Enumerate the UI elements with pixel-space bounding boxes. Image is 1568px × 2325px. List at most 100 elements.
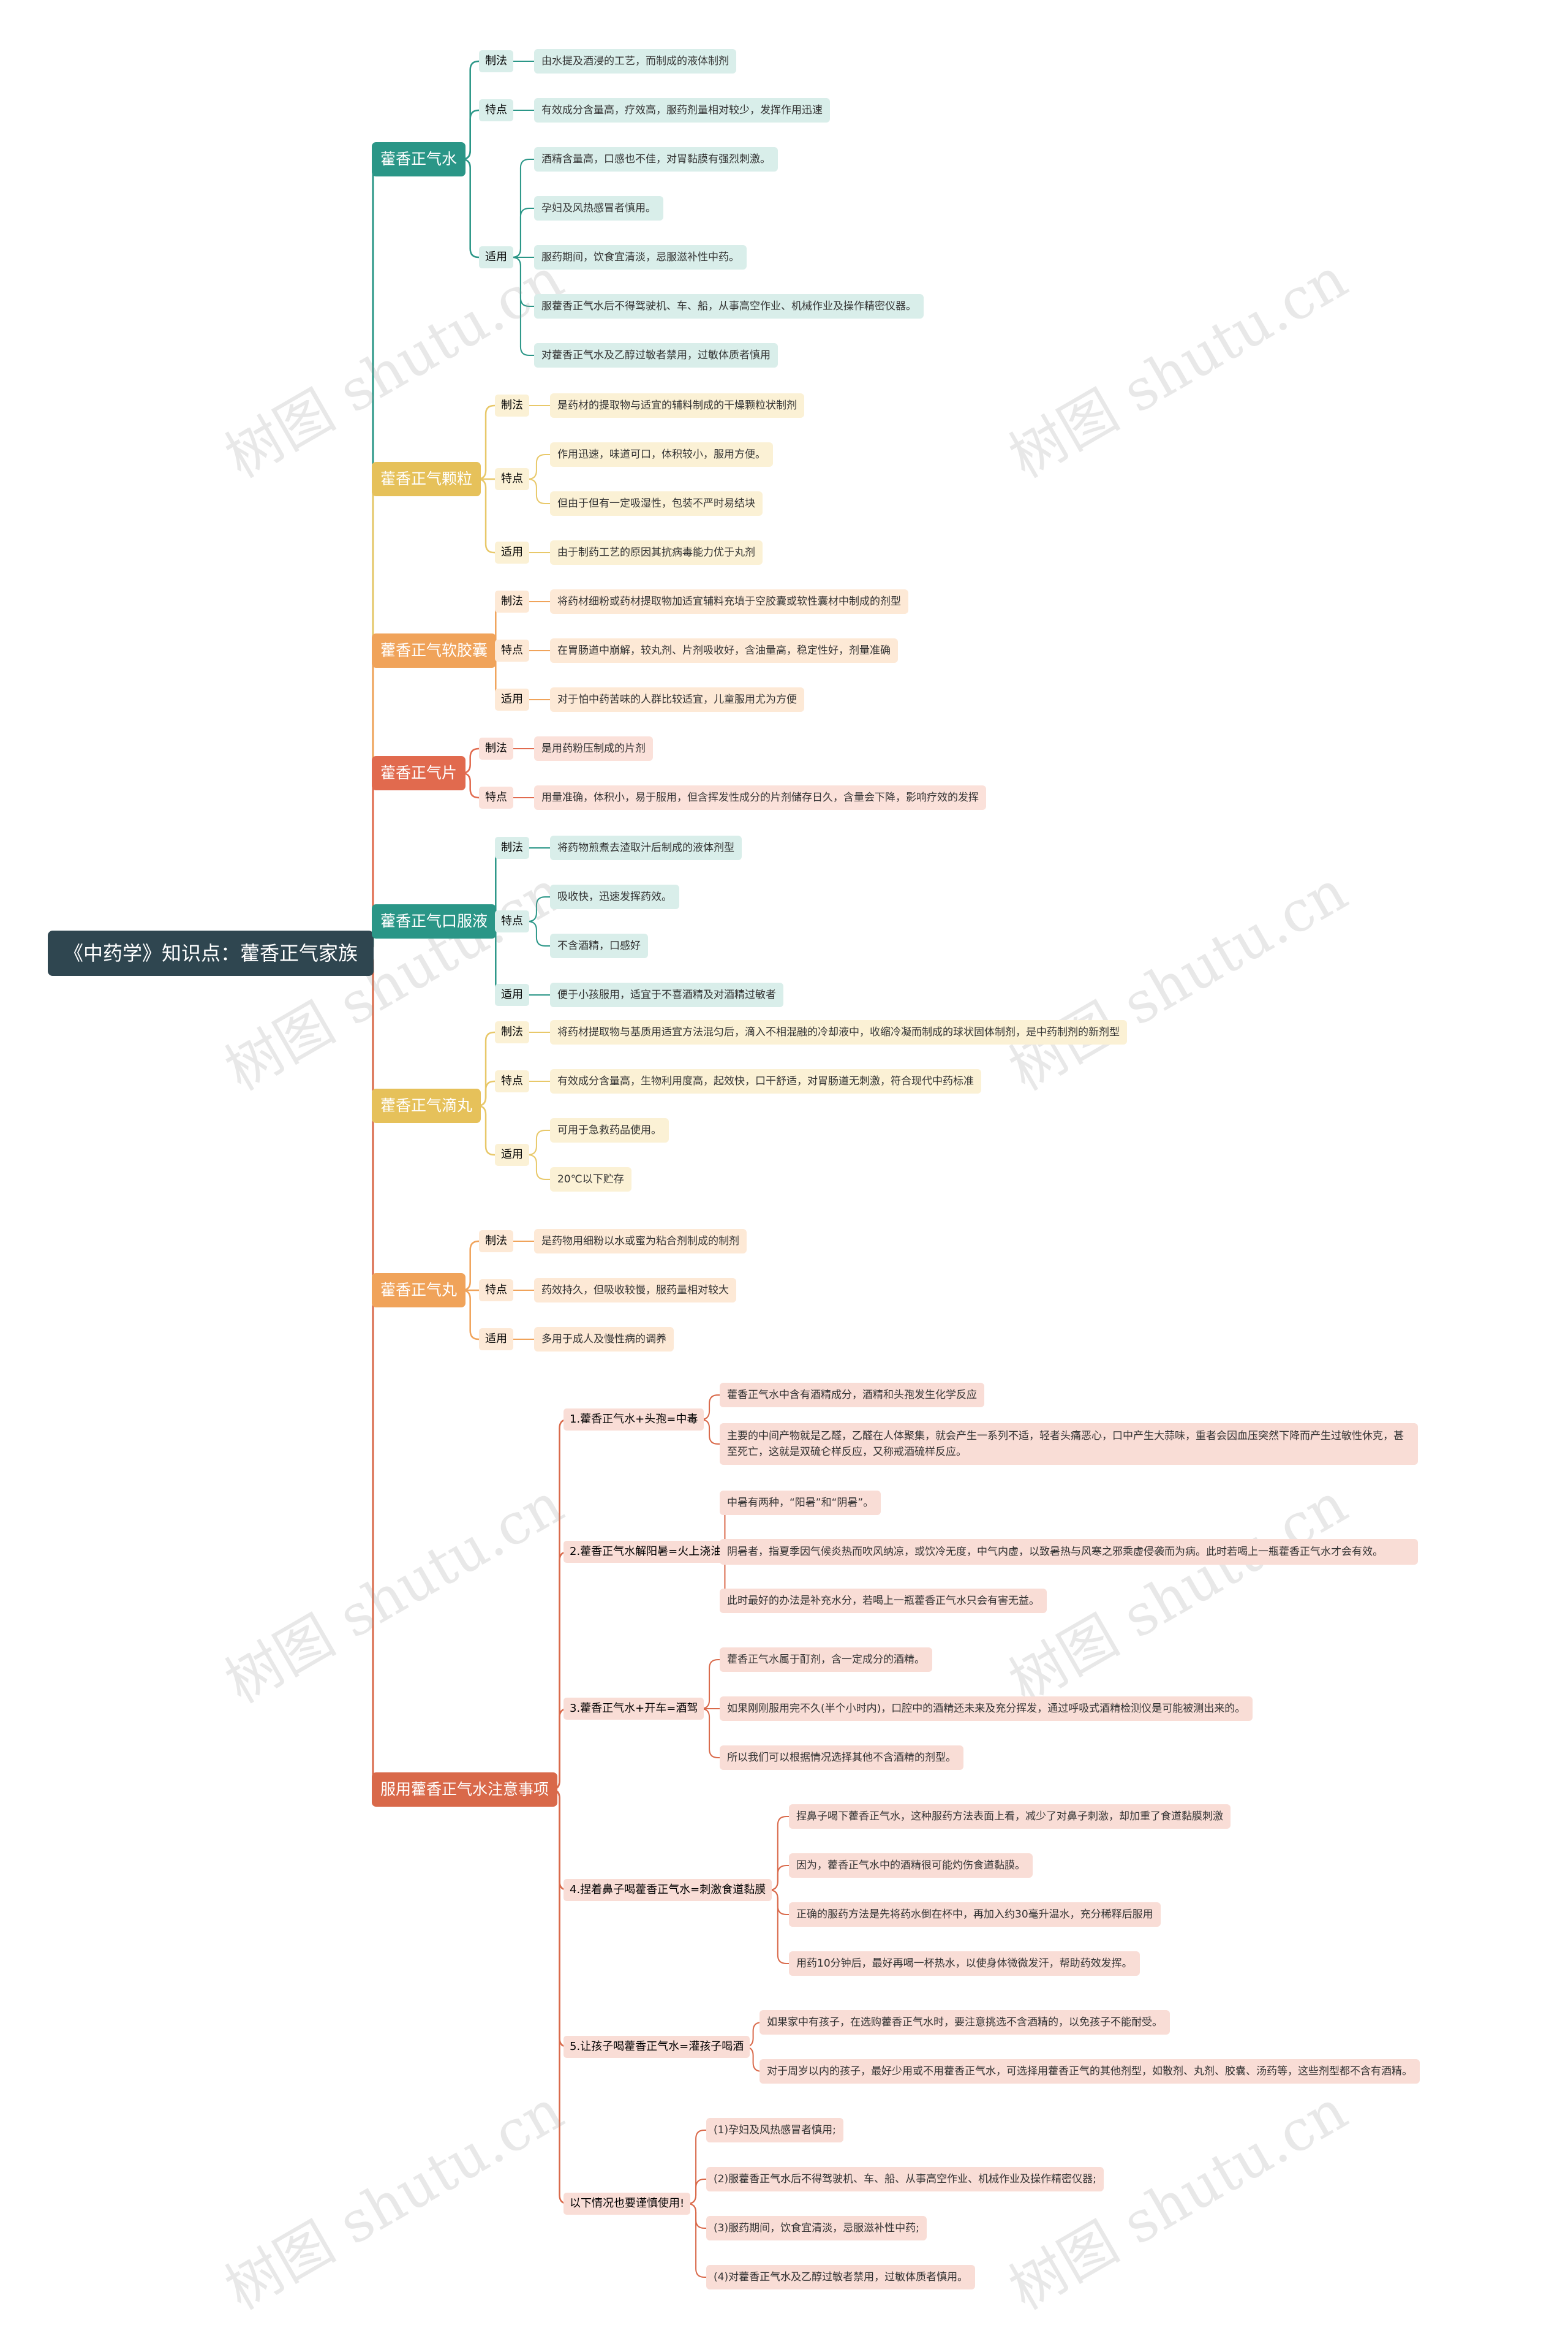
leaf-8-4-2[interactable]: 因为，藿香正气水中的酒精很可能灼伤食道黏膜。 (789, 1853, 1033, 1878)
leaf-8-6-4[interactable]: (4)对藿香正气水及乙醇过敏者禁用，过敏体质者慎用。 (706, 2265, 976, 2289)
leaf-2-2-2[interactable]: 但由于但有一定吸湿性，包装不严时易结块 (550, 491, 763, 516)
leaf-6-1-1[interactable]: 将药材提取物与基质用适宜方法混匀后，滴入不相混融的冷却液中，收缩冷凝而制成的球状… (550, 1020, 1127, 1045)
leaf-8-5-2[interactable]: 对于周岁以内的孩子，最好少用或不用藿香正气水，可选择用藿香正气的其他剂型，如散剂… (760, 2059, 1420, 2084)
leaf-7-3-1[interactable]: 多用于成人及慢性病的调养 (534, 1327, 674, 1352)
category-8-6[interactable]: 以下情况也要谨慎使用! (564, 2193, 691, 2215)
connector-line (687, 2130, 706, 2204)
leaf-1-3-4[interactable]: 服藿香正气水后不得驾驶机、车、船，从事高空作业、机械作业及操作精密仪器。 (534, 294, 924, 319)
leaf-7-1-1[interactable]: 是药物用细粉以水或蜜为粘合剂制成的制剂 (534, 1229, 747, 1253)
branch-1[interactable]: 藿香正气水 (372, 142, 466, 176)
connector-line (701, 1394, 720, 1420)
leaf-8-2-3[interactable]: 此时最好的办法是补充水分，若喝上一瓶藿香正气水只会有害无益。 (720, 1589, 1047, 1613)
leaf-1-3-2[interactable]: 孕妇及风热感冒者慎用。 (534, 196, 663, 221)
branch-7[interactable]: 藿香正气丸 (372, 1273, 466, 1307)
leaf-8-2-1[interactable]: 中暑有两种，“阳暑”和“阴暑”。 (720, 1491, 881, 1515)
root-topic[interactable]: 《中药学》知识点：藿香正气家族 (48, 931, 374, 976)
branch-5[interactable]: 藿香正气口服液 (372, 904, 497, 939)
leaf-8-6-1[interactable]: (1)孕妇及风热感冒者慎用; (706, 2118, 843, 2142)
leaf-5-3-1[interactable]: 便于小孩服用，适宜于不喜酒精及对酒精过敏者 (550, 983, 783, 1007)
connector-line (687, 2203, 706, 2278)
leaf-4-1-1[interactable]: 是用药粉压制成的片剂 (534, 736, 653, 761)
category-8-4[interactable]: 4.捏着鼻子喝藿香正气水=刺激食道黏膜 (564, 1879, 772, 1901)
leaf-5-1-1[interactable]: 将药物煎煮去渣取汁后制成的液体剂型 (550, 836, 742, 860)
category-2-1[interactable]: 制法 (495, 395, 529, 417)
category-4-1[interactable]: 制法 (479, 738, 513, 760)
leaf-8-5-1[interactable]: 如果家中有孩子，在选购藿香正气水时，要注意挑选不含酒精的，以免孩子不能耐受。 (760, 2010, 1170, 2035)
category-4-2[interactable]: 特点 (479, 787, 513, 809)
branch-8[interactable]: 服用藿香正气水注意事项 (372, 1772, 558, 1807)
leaf-1-1-1[interactable]: 由水提及酒浸的工艺，而制成的液体制剂 (534, 49, 736, 74)
connector-line (364, 952, 382, 1791)
leaf-6-3-2[interactable]: 20℃以下贮存 (550, 1167, 631, 1192)
branch-3[interactable]: 藿香正气软胶囊 (372, 633, 497, 668)
category-3-2[interactable]: 特点 (495, 640, 529, 662)
category-6-1[interactable]: 制法 (495, 1021, 529, 1043)
leaf-8-1-2[interactable]: 主要的中间产物就是乙醛，乙醛在人体聚集，就会产生一系列不适，轻者头痛恶心，口中产… (720, 1423, 1418, 1465)
leaf-8-4-4[interactable]: 用药10分钟后，最好再喝一杯热水，以使身体微微发汗，帮助药效发挥。 (789, 1951, 1140, 1976)
category-8-3[interactable]: 3.藿香正气水+开车=酒驾 (564, 1698, 704, 1720)
category-7-2[interactable]: 特点 (479, 1279, 513, 1301)
leaf-2-3-1[interactable]: 由于制药工艺的原因其抗病毒能力优于丸剂 (550, 540, 763, 565)
category-3-3[interactable]: 适用 (495, 689, 529, 711)
leaf-8-3-2[interactable]: 如果刚刚服用完不久(半个小时内)，口腔中的酒精还未来及充分挥发，通过呼吸式酒精检… (720, 1696, 1253, 1721)
connector-line (701, 1708, 720, 1758)
leaf-3-3-1[interactable]: 对于怕中药苦味的人群比较适宜，儿童服用尤为方便 (550, 687, 804, 712)
leaf-8-6-3[interactable]: (3)服药期间，饮食宜清淡，忌服滋补性中药; (706, 2216, 927, 2240)
connector-line (527, 478, 550, 504)
category-1-3[interactable]: 适用 (479, 246, 513, 268)
category-5-3[interactable]: 适用 (495, 984, 529, 1006)
branch-2[interactable]: 藿香正气颗粒 (372, 462, 481, 496)
leaf-1-3-5[interactable]: 对藿香正气水及乙醇过敏者禁用，过敏体质者慎用 (534, 343, 778, 368)
connector-line (527, 921, 550, 947)
leaf-5-2-1[interactable]: 吸收快，迅速发挥药效。 (550, 885, 679, 909)
connector-line (769, 1889, 789, 1964)
connector-line (527, 1130, 550, 1155)
connector-line (769, 1816, 789, 1891)
leaf-8-4-1[interactable]: 捏鼻子喝下藿香正气水，这种服药方法表面上看，减少了对鼻子刺激，却加重了食道黏膜刺… (789, 1804, 1231, 1829)
category-3-1[interactable]: 制法 (495, 591, 529, 613)
leaf-5-2-2[interactable]: 不含酒精，口感好 (550, 934, 648, 958)
category-2-3[interactable]: 适用 (495, 542, 529, 564)
category-2-2[interactable]: 特点 (495, 468, 529, 490)
branch-6[interactable]: 藿香正气滴丸 (372, 1089, 481, 1123)
leaf-8-1-1[interactable]: 藿香正气水中含有酒精成分，酒精和头孢发生化学反应 (720, 1383, 984, 1407)
leaf-1-3-1[interactable]: 酒精含量高，口感也不佳，对胃黏膜有强烈刺激。 (534, 147, 778, 172)
category-8-5[interactable]: 5.让孩子喝藿香正气水=灌孩子喝酒 (564, 2036, 750, 2058)
connector-line (769, 1865, 789, 1891)
category-6-3[interactable]: 适用 (495, 1144, 529, 1166)
category-1-1[interactable]: 制法 (479, 50, 513, 72)
category-1-2[interactable]: 特点 (479, 99, 513, 121)
category-8-2[interactable]: 2.藿香正气水解阳暑=火上浇油 (564, 1541, 728, 1563)
category-7-3[interactable]: 适用 (479, 1328, 513, 1350)
leaf-8-2-2[interactable]: 阴暑者，指夏季因气候炎热而吹风纳凉，或饮冷无度，中气内虚，以致暑热与风寒之邪乘虚… (720, 1539, 1418, 1565)
connector-line (511, 257, 534, 307)
leaf-6-3-1[interactable]: 可用于急救药品使用。 (550, 1118, 669, 1143)
leaf-2-1-1[interactable]: 是药材的提取物与适宜的辅料制成的干燥颗粒状制剂 (550, 393, 804, 418)
connector-line (701, 1419, 720, 1445)
leaf-7-2-1[interactable]: 药效持久，但吸收较慢，服药量相对较大 (534, 1278, 736, 1302)
leaf-3-2-1[interactable]: 在胃肠道中崩解，较丸剂、片剂吸收好，含油量高，稳定性好，剂量准确 (550, 638, 898, 663)
leaf-1-2-1[interactable]: 有效成分含量高，疗效高，服药剂量相对较少，发挥作用迅速 (534, 98, 830, 123)
leaf-8-3-1[interactable]: 藿香正气水属于酊剂，含一定成分的酒精。 (720, 1647, 932, 1672)
leaf-3-1-1[interactable]: 将药材细粉或药材提取物加适宜辅料充填于空胶囊或软性囊材中制成的剂型 (550, 589, 908, 614)
category-5-1[interactable]: 制法 (495, 837, 529, 859)
category-6-2[interactable]: 特点 (495, 1070, 529, 1092)
leaf-6-2-1[interactable]: 有效成分含量高，生物利用度高，起效快，口干舒适，对胃肠道无刺激，符合现代中药标准 (550, 1069, 981, 1094)
leaf-2-2-1[interactable]: 作用迅速，味道可口，体积较小，服用方便。 (550, 442, 773, 467)
leaf-8-6-2[interactable]: (2)服藿香正气水后不得驾驶机、车、船、从事高空作业、机械作业及操作精密仪器; (706, 2167, 1104, 2191)
category-7-1[interactable]: 制法 (479, 1230, 513, 1252)
category-8-1[interactable]: 1.藿香正气水+头孢=中毒 (564, 1408, 704, 1431)
leaf-8-4-3[interactable]: 正确的服药方法是先将药水倒在杯中，再加入约30毫升温水，充分稀释后服用 (789, 1902, 1161, 1927)
connector-line (551, 1788, 568, 2205)
connector-line (511, 208, 534, 258)
connector-line (511, 257, 534, 356)
connector-line (687, 2179, 706, 2204)
branch-4[interactable]: 藿香正气片 (372, 756, 466, 790)
leaf-1-3-3[interactable]: 服药期间，饮食宜清淡，忌服滋补性中药。 (534, 245, 747, 270)
leaf-4-2-1[interactable]: 用量准确，体积小，易于服用，但含挥发性成分的片剂储存日久，含量会下降，影响疗效的… (534, 785, 986, 810)
category-5-2[interactable]: 特点 (495, 910, 529, 932)
leaf-8-3-3[interactable]: 所以我们可以根据情况选择其他不含酒精的剂型。 (720, 1745, 963, 1770)
connector-line (769, 1889, 789, 1915)
